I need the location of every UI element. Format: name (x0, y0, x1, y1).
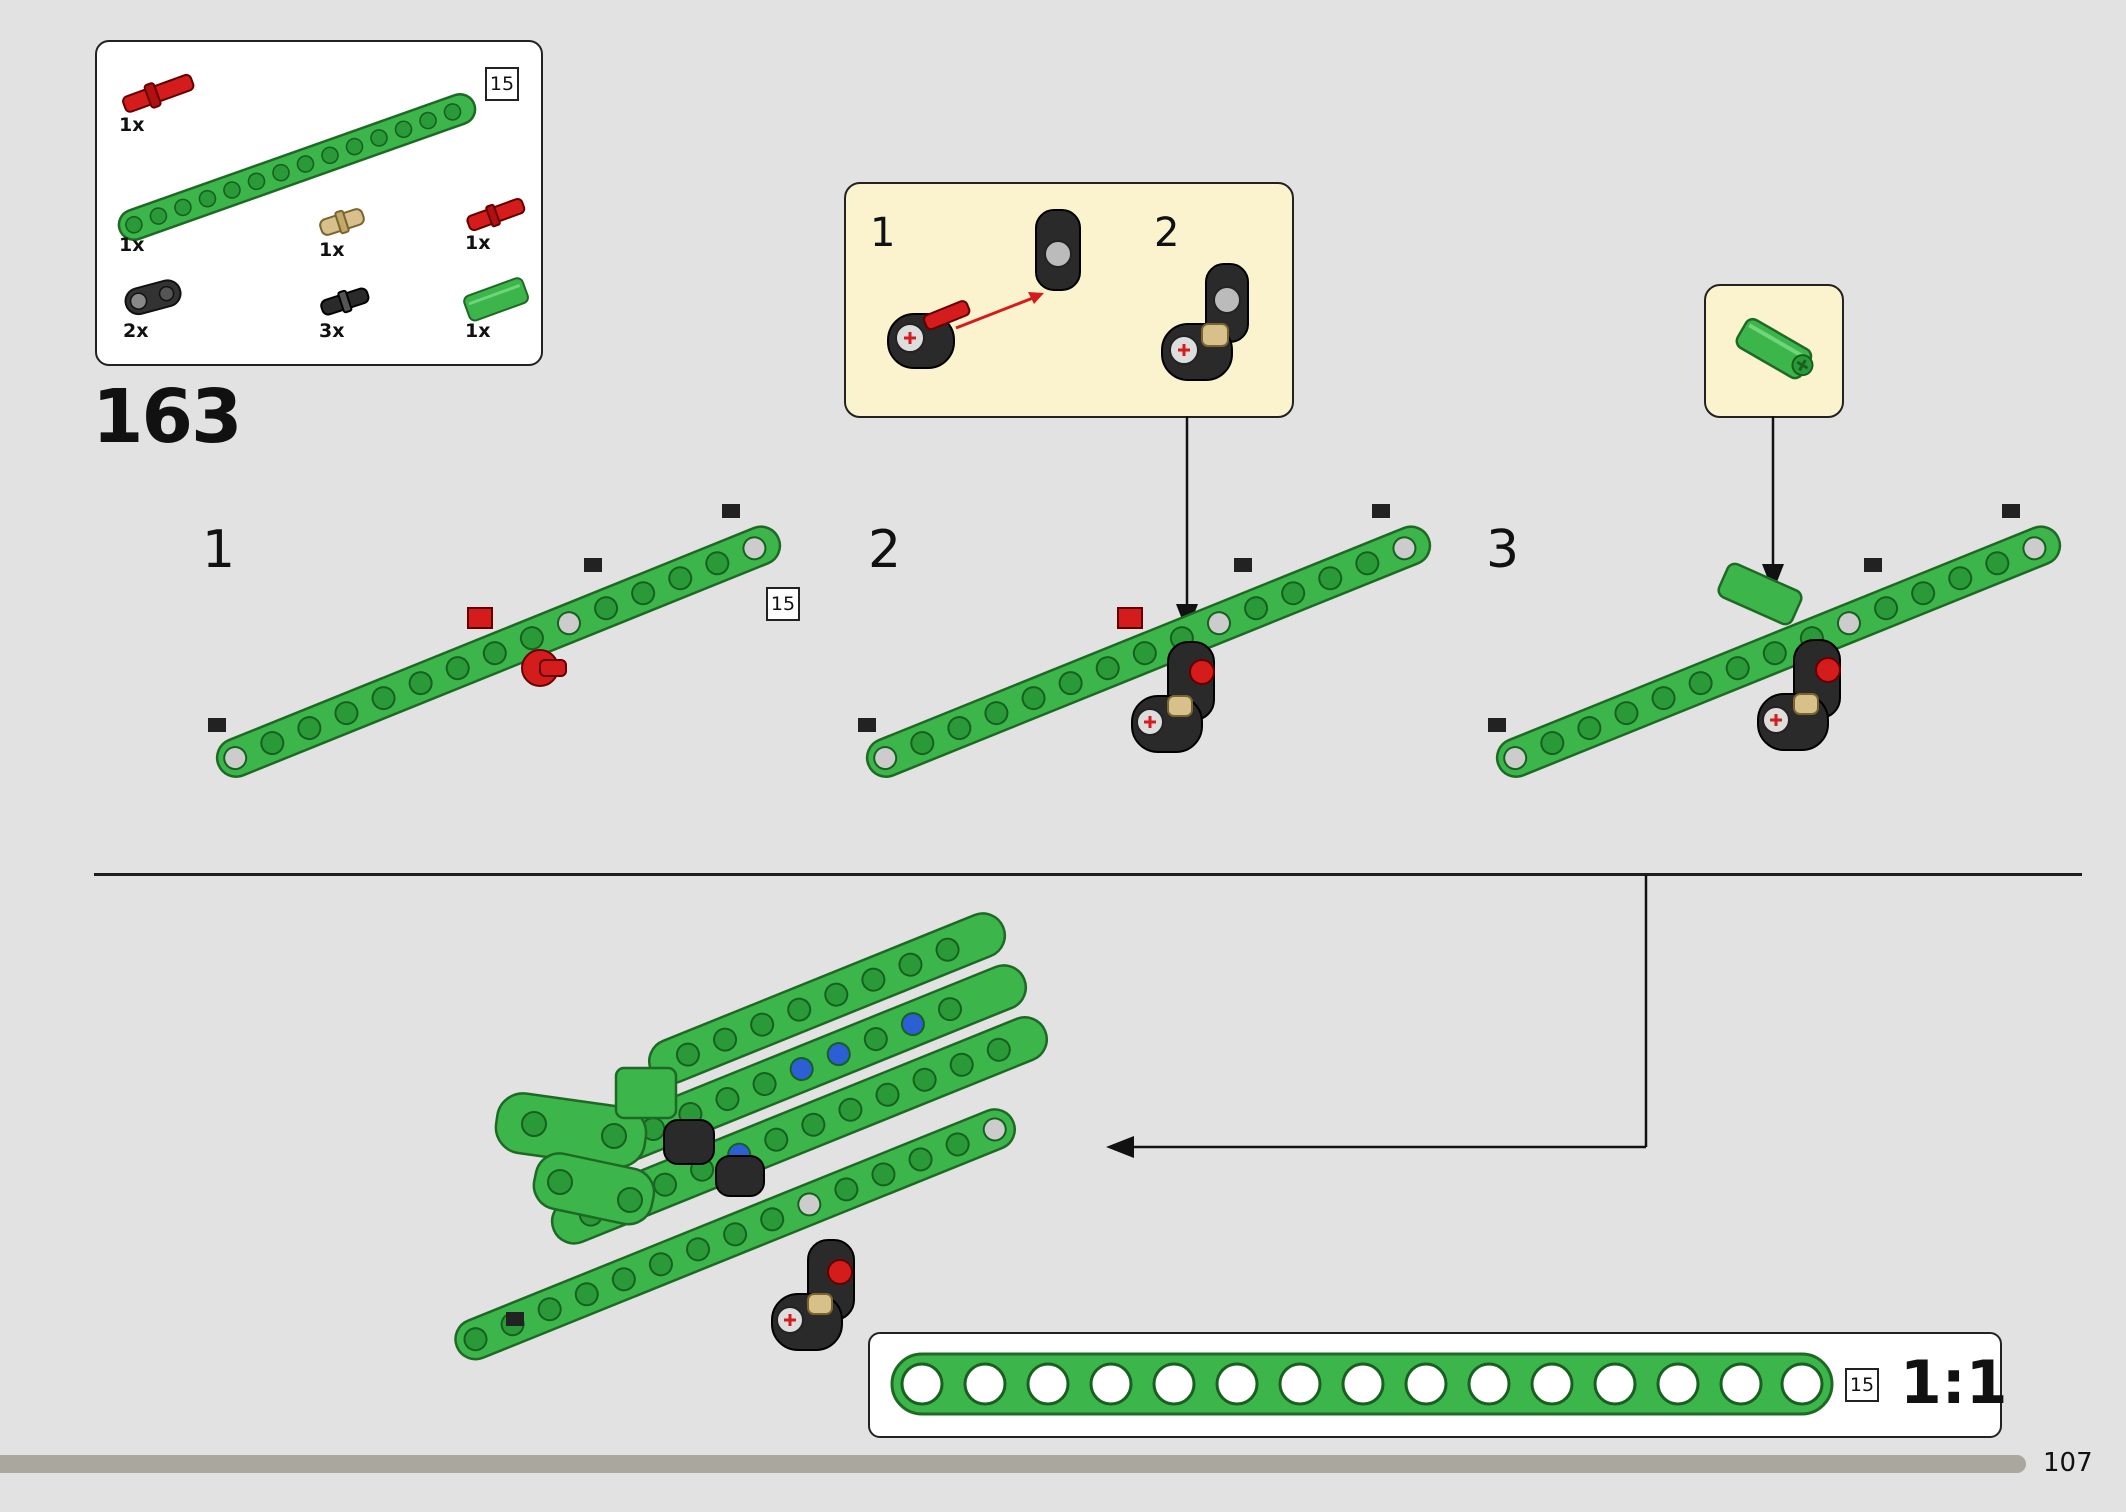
substep-3-beam-drawing (1488, 504, 2062, 778)
callout-step-2-drawing (1161, 263, 1249, 381)
substep-2-beam-drawing (858, 504, 1432, 778)
substep-3-label: 3 (1486, 520, 1520, 580)
substep-2-label: 2 (868, 520, 902, 580)
substep-1-beam-drawing (208, 504, 782, 778)
red-axle-pin-small-icon (466, 197, 526, 232)
parts-list-panel: 1x 15 1x 1x 1x (95, 40, 543, 366)
main-assembly-drawing (454, 912, 1049, 1361)
callout-axle-connector-icon (1735, 317, 1814, 380)
qty-tan-pin: 1x (319, 239, 345, 261)
substep-1-label: 1 (202, 520, 236, 580)
scale-bar-length: 15 (1845, 1368, 1879, 1402)
qty-red-axle-pin-small: 1x (465, 232, 491, 254)
beam-length-badge: 15 (485, 67, 519, 101)
tan-pin-icon (319, 208, 365, 236)
qty-red-axle-pin: 1x (119, 114, 145, 136)
qty-black-pin: 3x (319, 320, 345, 342)
scale-ratio-label: 1:1 (1900, 1348, 2008, 1418)
section-divider (94, 873, 2082, 876)
qty-green-beam: 1x (119, 234, 145, 256)
page-progress-bar (0, 1455, 2026, 1473)
page-number: 107 (2043, 1448, 2093, 1478)
scale-bar-panel: 15 1:1 (868, 1332, 2008, 1438)
callout-step-1-drawing (887, 209, 1081, 369)
axle-connector-callout (1704, 284, 1844, 418)
callout-step-2-label: 2 (1154, 210, 1180, 256)
subassembly-callout: 1 2 (844, 182, 1294, 418)
green-beam-15-icon (117, 93, 477, 241)
red-axle-pin-icon (122, 73, 195, 113)
qty-black-connector: 2x (123, 320, 149, 342)
step-number: 163 (92, 374, 242, 460)
green-axle-connector-icon (463, 277, 529, 322)
black-pin-icon (320, 287, 370, 316)
qty-green-axle-connector: 1x (465, 320, 491, 342)
substep-1-beam-length: 15 (766, 587, 800, 621)
callout-step-1-label: 1 (870, 210, 896, 256)
black-connector-icon (124, 279, 182, 316)
beam-1-to-1-drawing (890, 1352, 1834, 1416)
